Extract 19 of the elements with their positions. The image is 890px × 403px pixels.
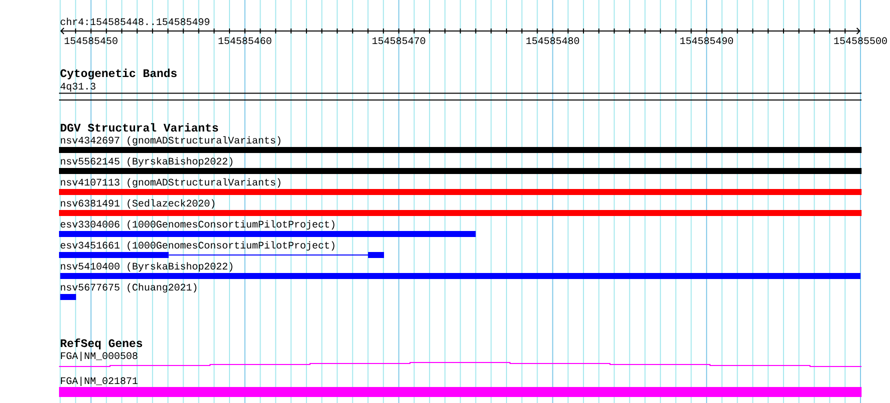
tick-label: 154585470 [372, 37, 426, 44]
feature-label: nsv4342697 (gnomADStructuralVariants) [60, 136, 280, 146]
tick-label: 154585500 [834, 37, 887, 44]
feature-label: nsv5677675 (Chuang2021) [60, 283, 196, 293]
tick-label: 154585490 [680, 37, 733, 44]
feature-label: nsv5410400 (ByrskaBishop2022) [60, 262, 232, 272]
track-title: DGV Structural Variants [60, 123, 218, 132]
feature-label: FGA|NM_021871 [60, 376, 138, 386]
feature-label: 4q31.3 [60, 82, 96, 92]
tick-label: 154585450 [64, 37, 118, 44]
feature-label: nsv4107113 (gnomADStructuralVariants) [60, 178, 280, 188]
feature-label: nsv6381491 (Sedlazeck2020) [60, 199, 214, 209]
feature-label: esv3304006 (1000GenomesConsortiumPilotProject) [60, 220, 334, 230]
feature-label: nsv5562145 (ByrskaBishop2022) [60, 157, 232, 167]
feature-label: FGA|NM_000508 [60, 352, 138, 362]
feature-label: esv3451661 (1000GenomesConsortiumPilotProject) [60, 241, 334, 251]
position-label: chr4:154585448..154585499 [60, 18, 210, 26]
tick-label: 154585480 [526, 37, 580, 44]
tick-label: 154585460 [218, 37, 272, 44]
